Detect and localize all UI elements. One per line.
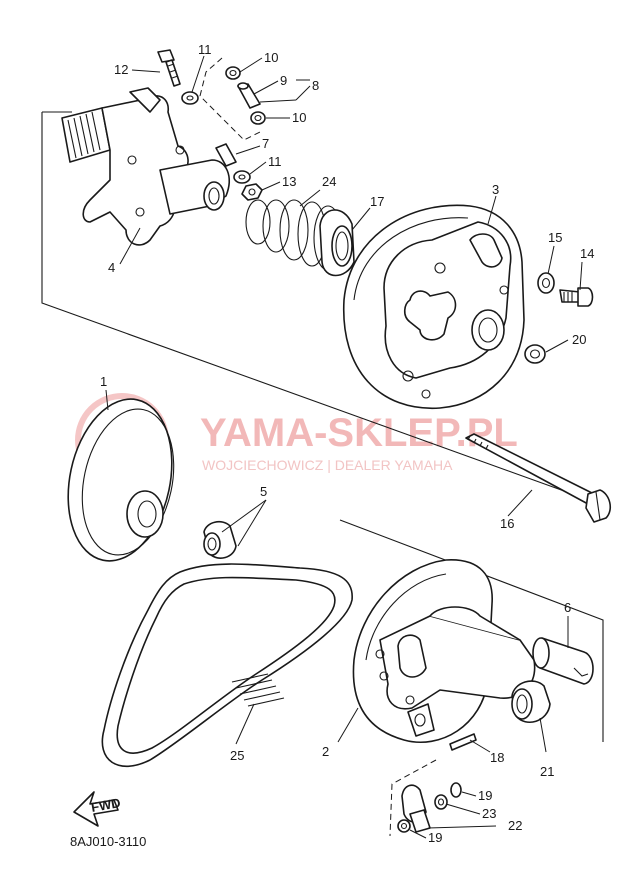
callout-9: 9 (280, 73, 287, 88)
drive-belt-25 (101, 563, 353, 768)
bushing-17 (319, 209, 355, 277)
callout-11-upper: 11 (198, 42, 212, 57)
bearing-5 (203, 520, 237, 559)
callout-23: 23 (482, 806, 496, 821)
callout-1: 1 (100, 374, 107, 389)
callout-14: 14 (580, 246, 594, 261)
callout-2: 2 (322, 744, 329, 759)
callout-10-lower: 10 (292, 110, 306, 125)
callout-22: 22 (508, 818, 522, 833)
fixed-sheave-1 (67, 398, 175, 562)
long-bolt-16 (465, 433, 612, 523)
hardware-parts (157, 49, 266, 201)
callout-19-lower: 19 (428, 830, 442, 845)
watermark-title: YAMA-SKLEP.PL (200, 411, 518, 455)
callout-25: 25 (230, 748, 244, 763)
sleeve-6 (532, 637, 594, 685)
callout-7: 7 (262, 136, 269, 151)
assembly-frame (41, 111, 604, 742)
callout-6: 6 (564, 600, 571, 615)
callout-17: 17 (370, 194, 384, 209)
callout-3: 3 (492, 182, 499, 197)
leader-lines (105, 55, 583, 839)
callouts: 12 11 10 9 8 10 7 11 13 24 17 3 15 14 4 … (100, 42, 594, 845)
callout-5: 5 (260, 484, 267, 499)
callout-11-lower: 11 (268, 154, 282, 169)
callout-21: 21 (540, 764, 554, 779)
watermark: YAMA-SKLEP.PL WOJCIECHOWICZ | DEALER YAM… (75, 393, 518, 487)
fwd-label: FWD (90, 795, 122, 815)
secondary-assembly-2 (352, 559, 536, 744)
seal-21 (511, 680, 551, 724)
watermark-subtitle: WOJCIECHOWICZ | DEALER YAMAHA (202, 457, 453, 473)
callout-13: 13 (282, 174, 296, 189)
callout-20: 20 (572, 332, 586, 347)
drawing-code: 8AJ010-3110 (70, 834, 146, 849)
callout-10-upper: 10 (264, 50, 278, 65)
pin-18 (449, 733, 477, 751)
callout-18: 18 (490, 750, 504, 765)
callout-16: 16 (500, 516, 514, 531)
primary-cover-3 (343, 204, 525, 409)
cover-hardware (524, 272, 594, 364)
callout-8: 8 (312, 78, 319, 93)
primary-spider-hub (61, 87, 230, 246)
callout-4: 4 (108, 260, 115, 275)
callout-19-upper: 19 (478, 788, 492, 803)
callout-12: 12 (114, 62, 128, 77)
callout-24: 24 (322, 174, 336, 189)
slider-group (389, 759, 462, 837)
fwd-arrow-icon: FWD (73, 791, 122, 827)
callout-15: 15 (548, 230, 562, 245)
bolt-12 (157, 49, 181, 87)
